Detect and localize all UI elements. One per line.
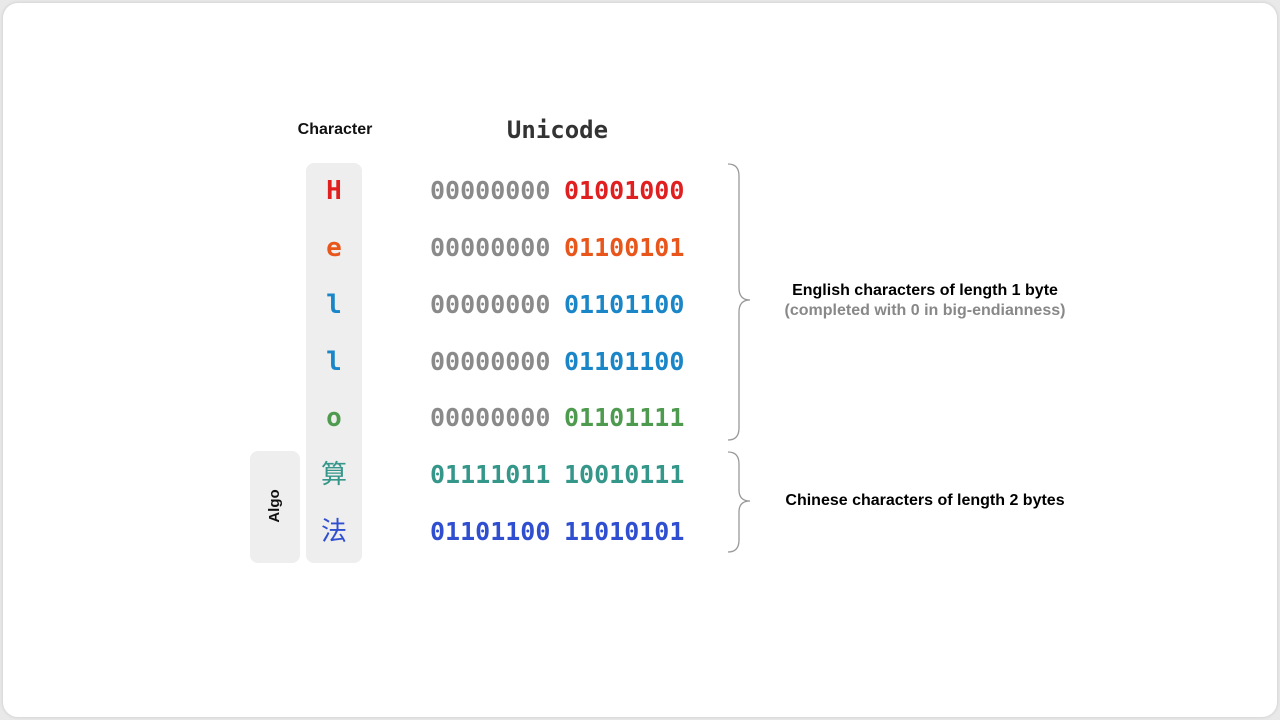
char-cell: 算 (320, 460, 347, 490)
low-byte: 10010111 (564, 460, 685, 489)
chinese-note: Chinese characters of length 2 bytes (785, 492, 1065, 509)
low-byte: 01101100 (564, 347, 685, 376)
char-cell: H (326, 176, 342, 206)
char-cell: o (326, 403, 342, 433)
english-note: English characters of length 1 byte (792, 282, 1058, 299)
high-byte: 00000000 (430, 233, 551, 262)
character-header: Character (297, 121, 373, 138)
low-byte: 11010101 (564, 517, 685, 546)
low-byte: 01100101 (564, 233, 685, 262)
algo-group-box (250, 451, 300, 563)
low-byte: 01101100 (564, 290, 685, 319)
low-byte: 01001000 (564, 176, 685, 205)
high-byte: 00000000 (430, 290, 551, 319)
algo-group-label: Algo (266, 489, 283, 523)
unicode-header: Unicode (506, 116, 609, 144)
high-byte: 00000000 (430, 176, 551, 205)
character-column (306, 163, 362, 563)
high-byte: 00000000 (430, 347, 551, 376)
high-byte: 01101100 (430, 517, 551, 546)
low-byte: 01101111 (564, 403, 685, 432)
high-byte: 00000000 (430, 403, 551, 432)
char-cell: l (326, 290, 342, 320)
char-cell: e (326, 233, 342, 263)
english-note-sub: (completed with 0 in big-endianness) (784, 302, 1066, 319)
char-cell: l (326, 347, 342, 377)
char-cell: 法 (320, 517, 347, 547)
high-byte: 01111011 (430, 460, 551, 489)
